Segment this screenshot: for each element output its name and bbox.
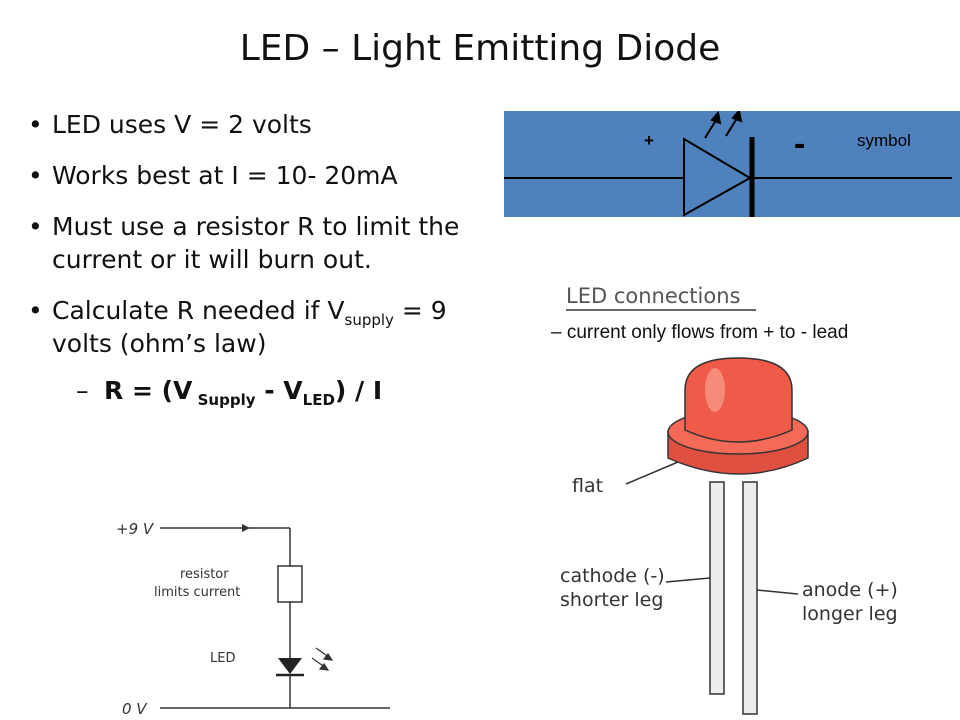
formula-post: ) / I <box>334 376 383 405</box>
bullet-text-post: = 9 volts (ohm’s law) <box>52 296 447 358</box>
bullet-text: Works best at I = 10- 20mA <box>52 161 398 190</box>
resistor-symbol <box>277 565 303 603</box>
bullet-text: LED uses V = 2 volts <box>52 110 312 139</box>
formula-line: – R = (V Supply - VLED) / I <box>28 374 468 409</box>
light-emission-icon <box>311 647 334 671</box>
cathode-leg <box>709 481 725 695</box>
diode-triangle <box>683 137 753 217</box>
anode-sublabel: longer leg <box>802 603 898 625</box>
bullet-led-voltage: • LED uses V = 2 volts <box>28 108 468 141</box>
circuit-diagram: +9 V resistor limits current LED 0 V <box>116 520 390 718</box>
cathode-label: cathode (-) <box>560 565 665 587</box>
led-connections-title: LED connections <box>566 284 740 308</box>
resistor-label: resistor <box>180 567 229 582</box>
slide-title: LED – Light Emitting Diode <box>239 28 721 69</box>
led-connections-heading: LED connections <box>566 284 756 311</box>
bullet-list: • LED uses V = 2 volts • Works best at I… <box>28 108 468 409</box>
led-symbol-drawing <box>504 108 952 217</box>
bullet-text-pre: Calculate R needed if V <box>52 296 345 325</box>
circuit-led-symbol <box>278 658 302 674</box>
bullet-dot: • <box>28 296 43 325</box>
anode-leg <box>742 481 758 715</box>
plus9v-label: +9 V <box>116 520 155 538</box>
formula-sub-supply: Supply <box>192 391 256 409</box>
supply-subscript: supply <box>344 311 394 329</box>
light-arrows-icon <box>704 108 743 139</box>
circuit-led-label: LED <box>210 651 235 666</box>
formula-mid: - V <box>255 376 303 405</box>
anode-label: anode (+) <box>802 579 898 601</box>
bullet-led-current: • Works best at I = 10- 20mA <box>28 159 468 192</box>
flat-label: flat <box>572 475 603 497</box>
bullet-dot: • <box>28 161 43 190</box>
zero-v-label: 0 V <box>122 700 148 718</box>
bullet-dot: • <box>28 212 43 241</box>
led-symbol-panel: + - symbol <box>504 108 960 217</box>
minus-label: - <box>794 125 806 163</box>
led-caption: – current only flows from + to - lead <box>551 322 849 343</box>
bullet-calculate: • Calculate R needed if Vsupply = 9 volt… <box>28 294 468 360</box>
bullet-resistor: • Must use a resistor R to limit the cur… <box>28 210 468 276</box>
led-physical-diagram: flat cathode (-) shorter leg anode (+) l… <box>560 357 898 715</box>
plus-label: + <box>644 131 654 150</box>
formula-sub-led: LED <box>302 391 335 409</box>
formula-dash: – <box>76 376 89 405</box>
formula-pre: R = (V <box>104 376 193 405</box>
led-dome <box>684 357 793 443</box>
bullet-dot: • <box>28 110 43 139</box>
symbol-label: symbol <box>857 131 911 150</box>
resistor-sublabel: limits current <box>154 585 240 600</box>
bullet-text: Must use a resistor R to limit the curre… <box>52 212 460 274</box>
cathode-sublabel: shorter leg <box>560 589 663 611</box>
